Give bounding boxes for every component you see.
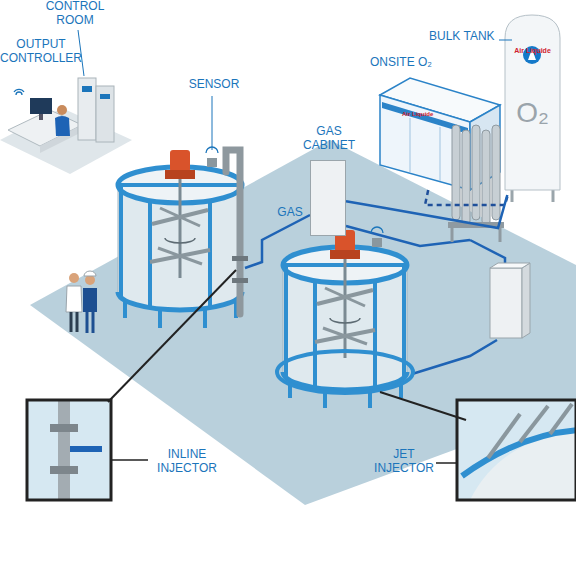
jet-injector-inset [436, 462, 457, 464]
control-room [96, 86, 114, 142]
people [69, 273, 79, 283]
jet-injector-inset [380, 392, 466, 420]
gas-cabinet-2 [490, 263, 530, 338]
jet-injector-inset [550, 404, 572, 434]
jet-ring [277, 351, 413, 393]
bulk-tank-node: BULK TANKAir LiquideO₂ [505, 15, 560, 195]
onsite-unit [440, 127, 441, 181]
inline-injector-inset [27, 400, 111, 500]
inline-injector-inset [27, 400, 111, 500]
inline-injector-inset [108, 270, 236, 402]
sensor-unit [371, 227, 383, 247]
inline-injector-inset [112, 459, 148, 461]
control-room [8, 110, 82, 146]
gas-cabinet-node: GAS CABINET [310, 160, 346, 236]
inline-injector-inset [58, 400, 70, 500]
heading-label: GAS CABINET [289, 125, 369, 153]
sensor-unit [372, 238, 382, 247]
inline-injector-inset [27, 270, 236, 500]
heading-label: ONSITE O₂ [370, 56, 432, 70]
inline-injector-inset [50, 466, 78, 474]
people [66, 286, 82, 312]
jet-injector-inset [457, 400, 576, 500]
onsite-unit [410, 118, 411, 172]
callout-label: JET INJECTOR [368, 448, 440, 476]
callout-label: INLINE INJECTOR [148, 448, 226, 476]
people [86, 312, 89, 333]
people [92, 312, 95, 333]
bulk-tank [499, 40, 512, 41]
sensor-unit [371, 227, 383, 233]
reactor-tank [283, 230, 407, 408]
gas-line [346, 226, 470, 246]
people [70, 312, 73, 332]
onsite-unit-node: ONSITE O₂Air Liquide [380, 78, 500, 190]
vaporizer [482, 130, 490, 225]
pipe-connector [425, 190, 508, 205]
area-label: CONTROL ROOM [38, 0, 112, 28]
sensor-unit [207, 158, 217, 167]
sensor-unit [212, 96, 213, 150]
control-room [14, 89, 24, 95]
bulk-tank [499, 15, 560, 202]
line-label: GAS [274, 206, 306, 220]
people [84, 271, 96, 276]
process-pipe [226, 150, 240, 314]
gas-cabinet-2 [490, 268, 522, 338]
control-room [0, 30, 132, 174]
process-pipe [232, 256, 248, 261]
inline-injector-inset [50, 424, 78, 432]
logo-text: Air Liquide [505, 47, 560, 55]
control-room [100, 94, 110, 99]
process-pipe [226, 150, 248, 314]
plant-illustration [283, 230, 407, 408]
process-pipe [232, 278, 248, 283]
area-label: OUTPUT CONTROLLER [0, 38, 82, 66]
gas-cabinet-2 [522, 263, 530, 338]
control-room [78, 78, 96, 140]
callout-label: SENSOR [184, 78, 244, 92]
jet-injector-inset [380, 392, 576, 500]
control-room [55, 116, 70, 136]
inline-injector-inset [70, 446, 102, 452]
sensor-unit [206, 96, 218, 167]
vaporizer [462, 130, 470, 225]
control-room [30, 98, 52, 114]
control-room [57, 105, 67, 115]
logo-text: Air Liquide [402, 111, 433, 118]
jet-injector-inset [462, 430, 576, 476]
vaporizer [451, 228, 454, 242]
pipe-connector [346, 195, 507, 228]
gas-line [412, 340, 497, 374]
people [76, 312, 79, 332]
gas-symbol: O₂ [505, 97, 560, 129]
people [66, 271, 97, 333]
gas-cabinet-2 [490, 263, 530, 268]
jet-injector-inset [457, 400, 576, 500]
vaporizer [499, 228, 502, 242]
control-room [39, 114, 43, 120]
jet-injector-inset [488, 414, 520, 458]
reactor-tank [118, 150, 242, 328]
jet-injector-inset [520, 406, 548, 442]
control-room [82, 86, 92, 92]
jet-injector-inset [457, 400, 576, 500]
bulk-tank [505, 15, 560, 190]
heading-label: BULK TANK [429, 30, 495, 44]
people [83, 288, 97, 312]
